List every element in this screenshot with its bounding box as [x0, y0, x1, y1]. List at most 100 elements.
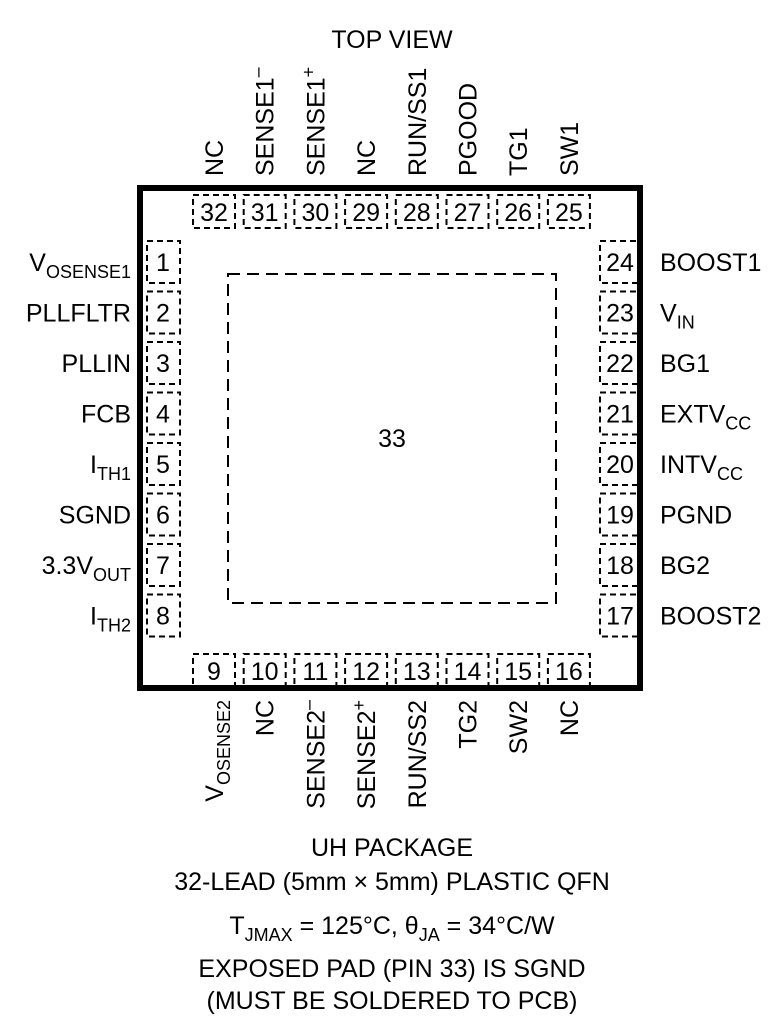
thermal-theta-sub: JA	[419, 925, 440, 945]
pin-number: 25	[555, 199, 583, 227]
pin-pad	[242, 194, 287, 229]
pin-pad	[192, 653, 236, 688]
pin-name: V	[201, 785, 229, 802]
pin-18: 18 BG2	[599, 543, 710, 587]
pin-2: 2 PLLFLTR	[26, 290, 181, 335]
pin-name: V	[29, 249, 46, 277]
pin-name-subscript: IN	[677, 313, 695, 333]
pin-number: 18	[606, 552, 634, 580]
pin-pad	[496, 653, 541, 688]
pin-label: TG1	[505, 127, 533, 176]
pin-label: SW2	[505, 700, 533, 754]
pin-pad	[445, 194, 490, 229]
pin-name: EXTV	[660, 401, 726, 429]
pin-name-subscript: OSENSE1	[46, 262, 131, 282]
pin-pad	[394, 653, 439, 688]
pin-label: NC	[556, 700, 584, 736]
pin-name: SGND	[59, 502, 131, 530]
pin-number: 7	[156, 552, 170, 580]
pin-pad	[546, 653, 591, 688]
thermal-theta-rest: = 34°C/W	[440, 912, 555, 940]
pin-pad	[146, 492, 181, 537]
pin-name: PGND	[660, 502, 732, 530]
pin-number: 21	[606, 401, 634, 429]
pin-8: 8 ITH2	[90, 593, 181, 638]
pin-name: FCB	[81, 401, 131, 429]
pin-pad	[146, 593, 181, 638]
pin-label: VIN	[660, 300, 695, 333]
pin-name: PGOOD	[455, 83, 483, 176]
pin-label: EXTVCC	[660, 401, 751, 434]
thermal-t-sub: JMAX	[245, 925, 293, 945]
pin-name: BG2	[660, 552, 710, 580]
pin-name: I	[90, 451, 97, 479]
package-body	[137, 185, 643, 691]
pin-label: PLLIN	[62, 350, 131, 378]
pin-name-superscript: +	[349, 700, 369, 711]
pin-6: 6 SGND	[59, 492, 181, 537]
pin-number: 17	[606, 603, 634, 631]
exposed-pad-number: 33	[378, 425, 406, 453]
pin-number: 6	[156, 502, 170, 530]
pin-name: NC	[201, 140, 229, 176]
pin-pad	[146, 341, 181, 385]
pin-name-superscript: –	[298, 700, 318, 710]
pin-label: 3.3VOUT	[42, 552, 131, 585]
pin-name: NC	[252, 700, 280, 736]
pin-27: 27 PGOOD	[445, 83, 490, 229]
pin-pad	[293, 653, 338, 688]
pin-pad	[344, 194, 389, 229]
pin-number: 31	[251, 199, 279, 227]
pin-name: SENSE2	[353, 711, 381, 810]
pin-number: 20	[606, 451, 634, 479]
pin-label: NC	[353, 140, 381, 176]
pin-label: BOOST2	[660, 603, 761, 631]
pin-number: 9	[207, 658, 221, 686]
pin-name: I	[90, 603, 97, 631]
pin-label: SENSE2–	[298, 700, 330, 809]
pin-label: ITH2	[90, 603, 131, 636]
pin-number: 22	[606, 350, 634, 378]
pin-name: TG1	[505, 127, 533, 176]
pin-pad	[496, 194, 541, 229]
pin-number: 8	[156, 603, 170, 631]
pin-number: 2	[156, 300, 170, 328]
pin-name-subscript: CC	[717, 464, 743, 484]
pin-label: NC	[201, 140, 229, 176]
pin-number: 27	[454, 199, 482, 227]
pin-name: BOOST2	[660, 603, 761, 631]
pin-17: 17 BOOST2	[599, 593, 761, 638]
pin-name: SENSE2	[302, 710, 330, 809]
pin-name: RUN/SS2	[404, 700, 432, 808]
pin-number: 26	[504, 199, 532, 227]
package-description: 32-LEAD (5mm × 5mm) PLASTIC QFN	[174, 868, 610, 896]
top-view-label: TOP VIEW	[331, 26, 453, 54]
pin-label: PLLFLTR	[26, 300, 131, 328]
pin-number: 14	[454, 658, 482, 686]
note-line-1: EXPOSED PAD (PIN 33) IS SGND	[198, 955, 585, 983]
pin-label: SGND	[59, 502, 131, 530]
pin-label: INTVCC	[660, 451, 743, 484]
note-line-2: (MUST BE SOLDERED TO PCB)	[207, 987, 578, 1015]
pin-label: VOSENSE2	[201, 700, 234, 802]
pin-number: 28	[403, 199, 431, 227]
pin-name-subscript: OUT	[93, 565, 131, 585]
pin-name: BOOST1	[660, 249, 761, 277]
